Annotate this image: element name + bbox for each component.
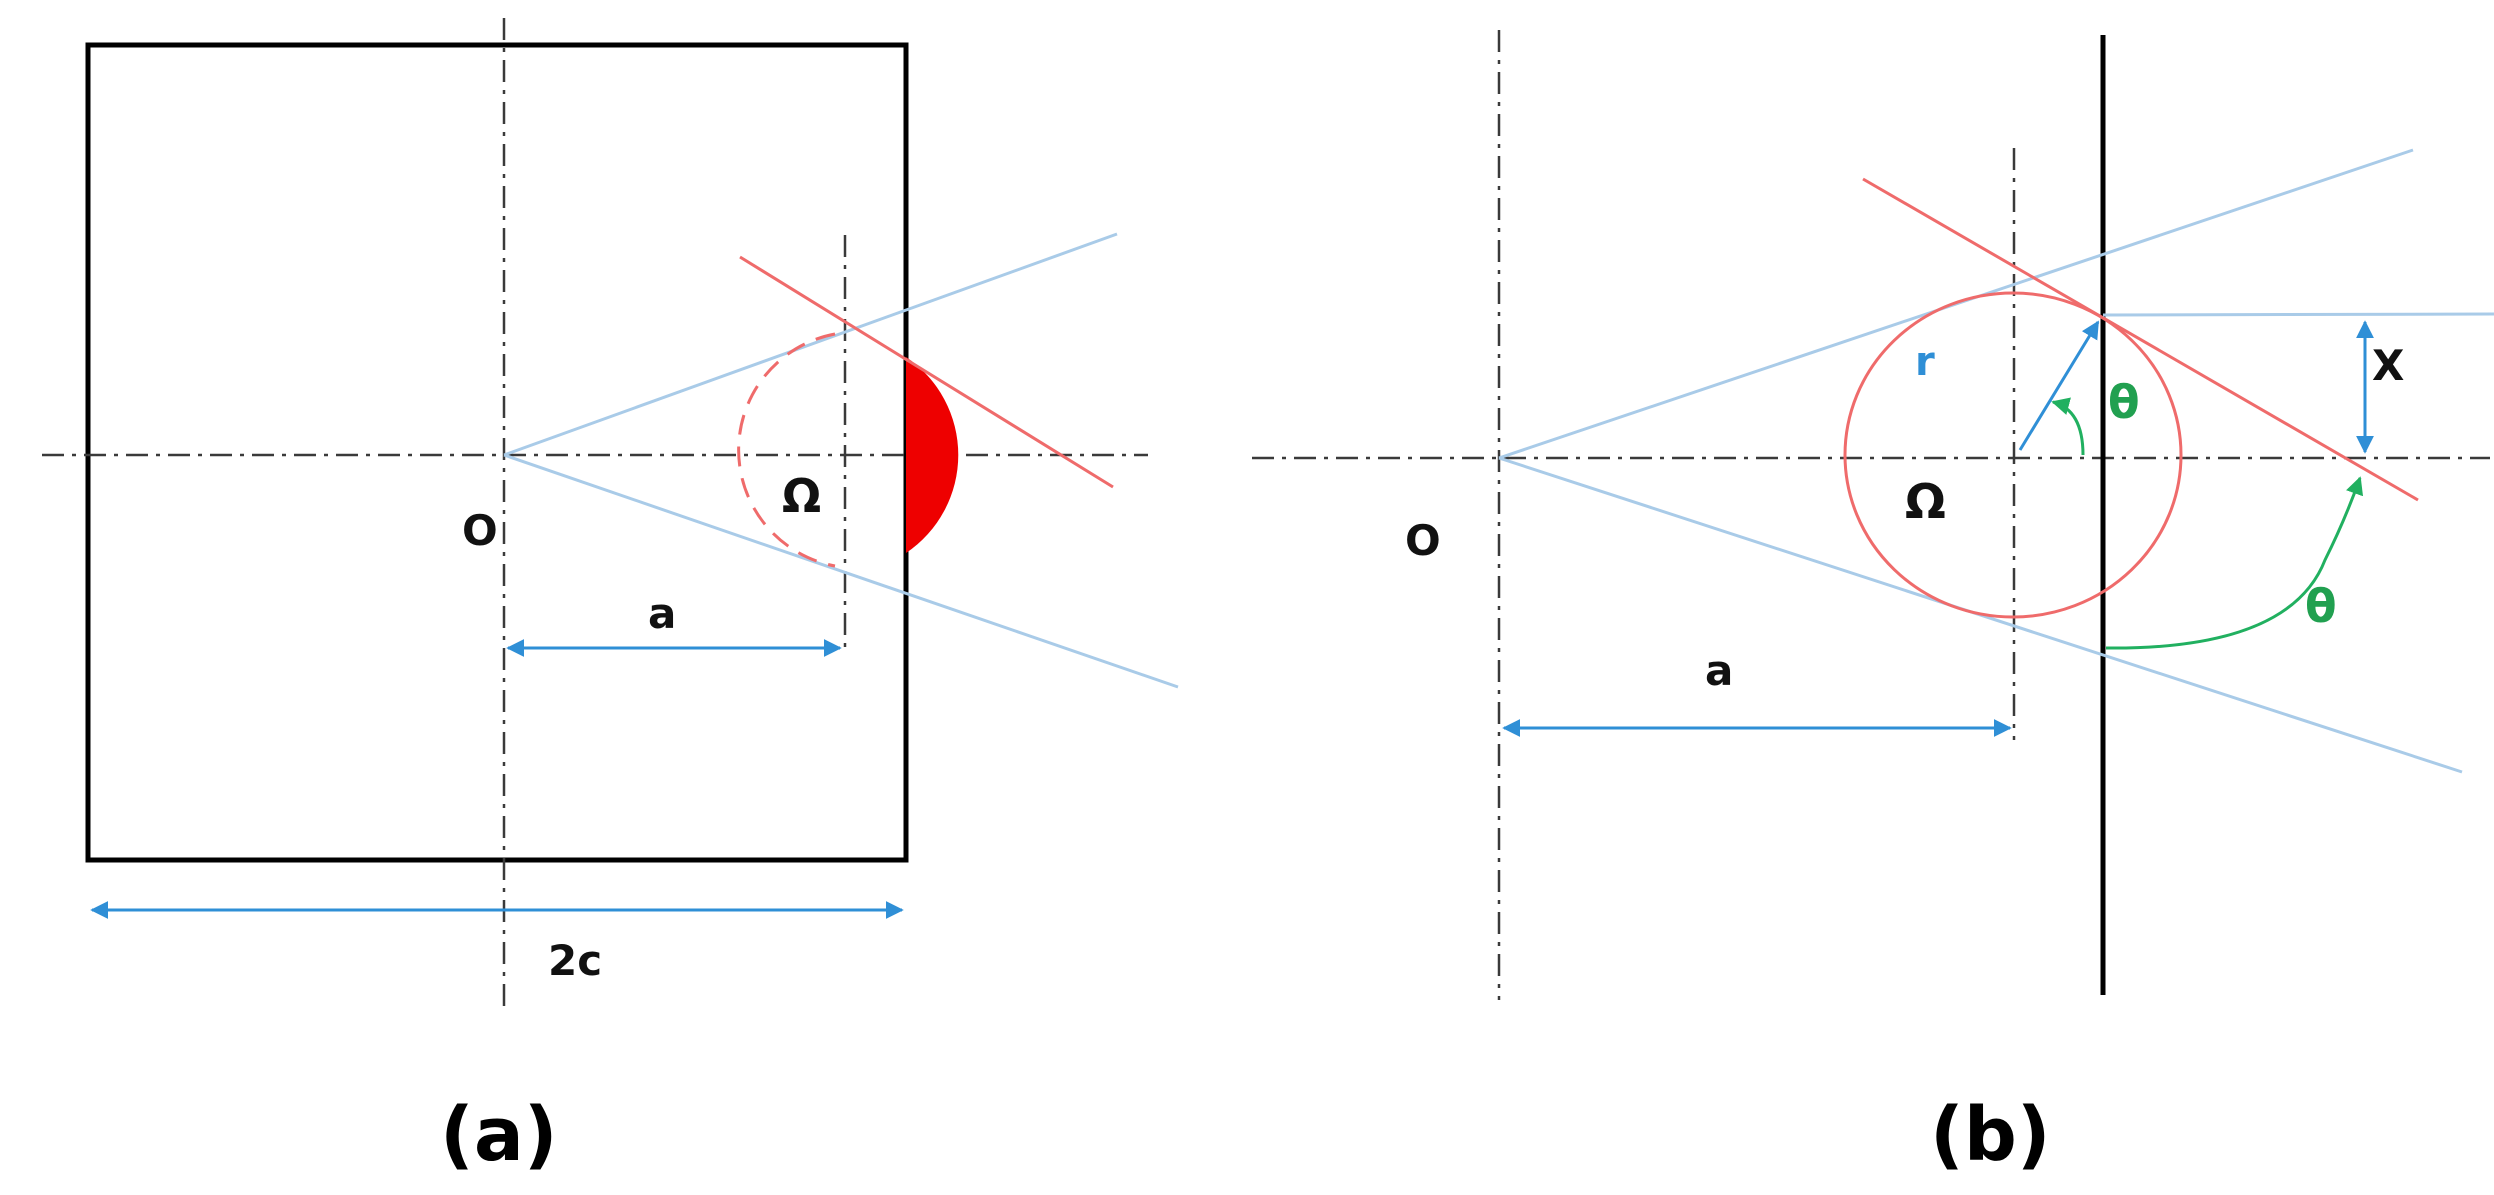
angle-label-inner: θ	[2108, 375, 2140, 429]
radius-arrow	[2018, 320, 2100, 451]
horizontal-reference-line	[2102, 312, 2494, 317]
panel-b: O Ω a r θ θ X (b)	[1252, 30, 2494, 1178]
width-label-2c: 2c	[548, 936, 602, 985]
lower-ray-a	[503, 453, 1179, 689]
dashed-circle-arc	[737, 332, 836, 568]
radius-label: r	[1915, 339, 1935, 385]
red-tangent-line-b	[1862, 177, 2419, 502]
circle-omega	[1843, 291, 2183, 619]
distance-label-a: a	[648, 589, 676, 638]
center-label-a: Ω	[782, 469, 821, 523]
outer-angle-arrow	[2105, 476, 2364, 650]
red-segment	[906, 357, 959, 553]
panel-label-a: (a)	[440, 1092, 558, 1178]
distance-label-b: a	[1705, 646, 1733, 695]
center-label-b: Ω	[1905, 474, 1946, 530]
offset-label-x: X	[2372, 341, 2404, 390]
upper-ray-a	[503, 232, 1118, 457]
panel-label-b: (b)	[1930, 1092, 2051, 1178]
red-tangent-line-a	[739, 255, 1114, 489]
origin-label-a: O	[462, 506, 498, 555]
inner-angle-arrow	[2051, 397, 2085, 456]
panel-a: O Ω a 2c (a)	[42, 18, 1179, 1178]
square-boundary	[85, 42, 909, 863]
origin-label-b: O	[1405, 516, 1441, 565]
angle-label-outer: θ	[2305, 579, 2337, 633]
